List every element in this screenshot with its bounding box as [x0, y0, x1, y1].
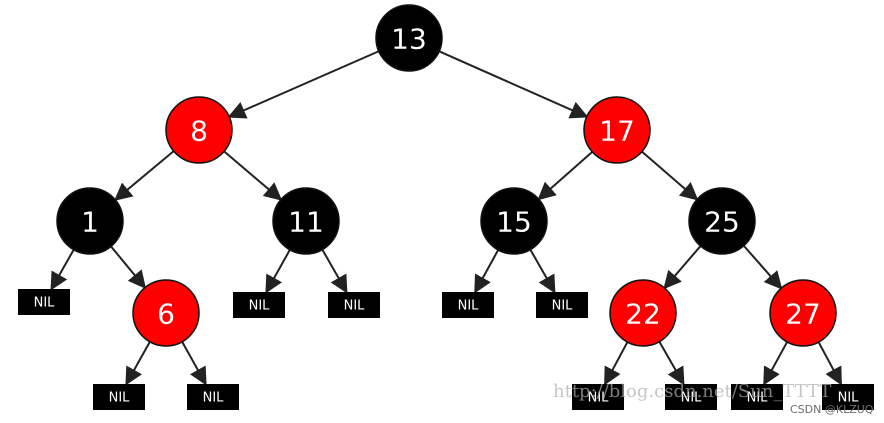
- nil-label: NIL: [838, 391, 860, 406]
- tree-node-13: 13: [375, 4, 443, 72]
- node-label: 1: [81, 206, 99, 239]
- nil-label: NIL: [34, 296, 56, 311]
- edge-n22-nil-22L: [604, 341, 629, 386]
- edge-n15-nil-15R: [529, 249, 556, 294]
- nil-box: [665, 384, 717, 410]
- edge-n11-nil-11R: [321, 249, 348, 294]
- nil-leaf: NIL: [822, 384, 874, 410]
- nil-leaf: NIL: [731, 384, 783, 410]
- nil-box: [822, 384, 874, 410]
- nil-label: NIL: [552, 299, 574, 314]
- edge-n25-n27: [743, 245, 783, 290]
- nil-leaf: NIL: [665, 384, 717, 410]
- nil-box: [328, 292, 380, 318]
- node-circle-red: [165, 96, 233, 164]
- edges-layer: [50, 50, 842, 386]
- nil-leaves-layer: NIL NIL NIL NIL NIL NIL NIL NIL NIL NIL NIL: [18, 289, 874, 410]
- nil-leaf: NIL: [187, 384, 239, 410]
- tree-node-17: 17: [583, 96, 651, 164]
- node-circle-red: [769, 279, 837, 347]
- edge-n1-n6: [110, 245, 147, 289]
- tree-node-22: 22: [609, 279, 677, 347]
- watermark-url: http://blog.csdn.net/Sun_TTTT: [553, 381, 831, 402]
- node-label: 17: [599, 115, 635, 148]
- nil-label: NIL: [681, 391, 703, 406]
- edge-n25-n22: [663, 245, 702, 290]
- watermark-csdn: CSDN @KLZUQ: [790, 403, 874, 416]
- nil-leaf: NIL: [233, 292, 285, 318]
- nil-box: [536, 292, 588, 318]
- nil-label: NIL: [203, 391, 225, 406]
- nil-label: NIL: [344, 299, 366, 314]
- node-label: 13: [391, 23, 427, 56]
- node-circle-red: [609, 279, 677, 347]
- nil-label: NIL: [458, 299, 480, 314]
- nil-box: [731, 384, 783, 410]
- nil-box: [93, 384, 145, 410]
- nil-box: [187, 384, 239, 410]
- node-label: 6: [157, 298, 175, 331]
- nil-leaf: NIL: [442, 292, 494, 318]
- edge-n6-nil-6R: [181, 341, 207, 386]
- edge-n8-n1: [113, 150, 175, 202]
- node-circle-black: [375, 4, 443, 72]
- tree-node-27: 27: [769, 279, 837, 347]
- edge-n6-nil-6L: [125, 341, 151, 386]
- node-label: 27: [785, 298, 821, 331]
- nil-label: NIL: [588, 391, 610, 406]
- nil-leaf: NIL: [93, 384, 145, 410]
- node-label: 22: [625, 298, 661, 331]
- edge-n11-nil-11L: [265, 249, 291, 294]
- nil-box: [233, 292, 285, 318]
- tree-node-11: 11: [272, 187, 340, 255]
- edge-n17-n25: [641, 150, 699, 201]
- tree-node-15: 15: [480, 187, 548, 255]
- nil-label: NIL: [109, 391, 131, 406]
- node-label: 11: [288, 206, 324, 239]
- node-label: 8: [190, 115, 208, 148]
- node-label: 25: [704, 206, 740, 239]
- node-circle-black: [480, 187, 548, 255]
- watermark: http://blog.csdn.net/Sun_TTTT CSDN @KLZU…: [553, 381, 874, 416]
- nil-label: NIL: [249, 299, 271, 314]
- edge-n13-n8: [227, 50, 380, 119]
- tree-node-6: 6: [132, 279, 200, 347]
- node-circle-black: [688, 187, 756, 255]
- node-label: 15: [496, 206, 532, 239]
- nil-box: [18, 289, 70, 315]
- nil-box: [572, 384, 624, 410]
- nil-leaf: NIL: [328, 292, 380, 318]
- nil-leaf: NIL: [536, 292, 588, 318]
- nil-leaf: NIL: [18, 289, 70, 315]
- edge-n8-n11: [223, 150, 283, 201]
- edge-n13-n17: [438, 50, 589, 119]
- tree-node-1: 1: [56, 187, 124, 255]
- edge-n1-nil-1L: [50, 249, 75, 291]
- node-circle-red: [132, 279, 200, 347]
- node-circle-red: [583, 96, 651, 164]
- tree-node-25: 25: [688, 187, 756, 255]
- edge-n15-nil-15L: [474, 249, 500, 294]
- nil-leaf: NIL: [572, 384, 624, 410]
- tree-node-8: 8: [165, 96, 233, 164]
- edge-n17-n15: [537, 151, 593, 201]
- node-circle-black: [272, 187, 340, 255]
- edge-n22-nil-22R: [658, 341, 685, 386]
- nil-box: [442, 292, 494, 318]
- node-circle-black: [56, 187, 124, 255]
- edge-n27-nil-27L: [763, 341, 789, 386]
- edge-n27-nil-27R: [817, 341, 842, 386]
- nil-label: NIL: [747, 391, 769, 406]
